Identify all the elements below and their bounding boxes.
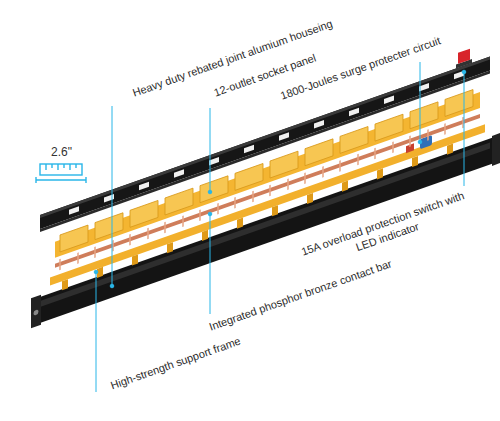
overload-switch bbox=[458, 49, 470, 64]
end-screw bbox=[34, 309, 39, 316]
part-label: High-strength support frame bbox=[109, 334, 243, 393]
cover-holes bbox=[69, 71, 464, 215]
dimension-ruler bbox=[36, 164, 86, 183]
part-label: Integrated phosphor bronze contact bar bbox=[207, 256, 393, 333]
base-end-cap bbox=[492, 133, 500, 166]
exploded-strip bbox=[31, 38, 500, 328]
base-housing bbox=[35, 137, 495, 325]
base-channel bbox=[40, 143, 490, 307]
base-end-cap bbox=[31, 295, 41, 329]
dimension-label: 2.6" bbox=[51, 145, 72, 159]
